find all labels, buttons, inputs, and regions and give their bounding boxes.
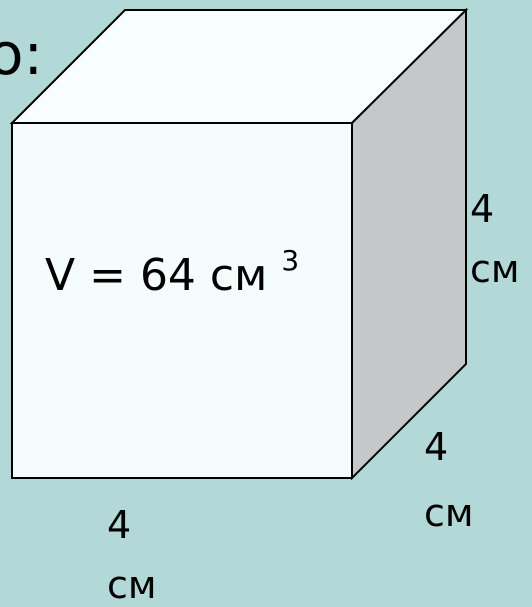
depth-unit: см [424, 491, 474, 535]
volume-text: V = 64 см [45, 250, 267, 301]
title-fragment: о: [0, 20, 43, 88]
width-unit: см [107, 563, 157, 603]
depth-value: 4 [424, 425, 448, 469]
height-unit: см [470, 247, 520, 291]
cube-front-face [11, 122, 353, 479]
volume-label: V = 64 см 3 [45, 244, 299, 301]
height-value: 4 [470, 187, 494, 231]
volume-exponent: 3 [281, 244, 299, 277]
width-value: 4 [107, 503, 131, 547]
